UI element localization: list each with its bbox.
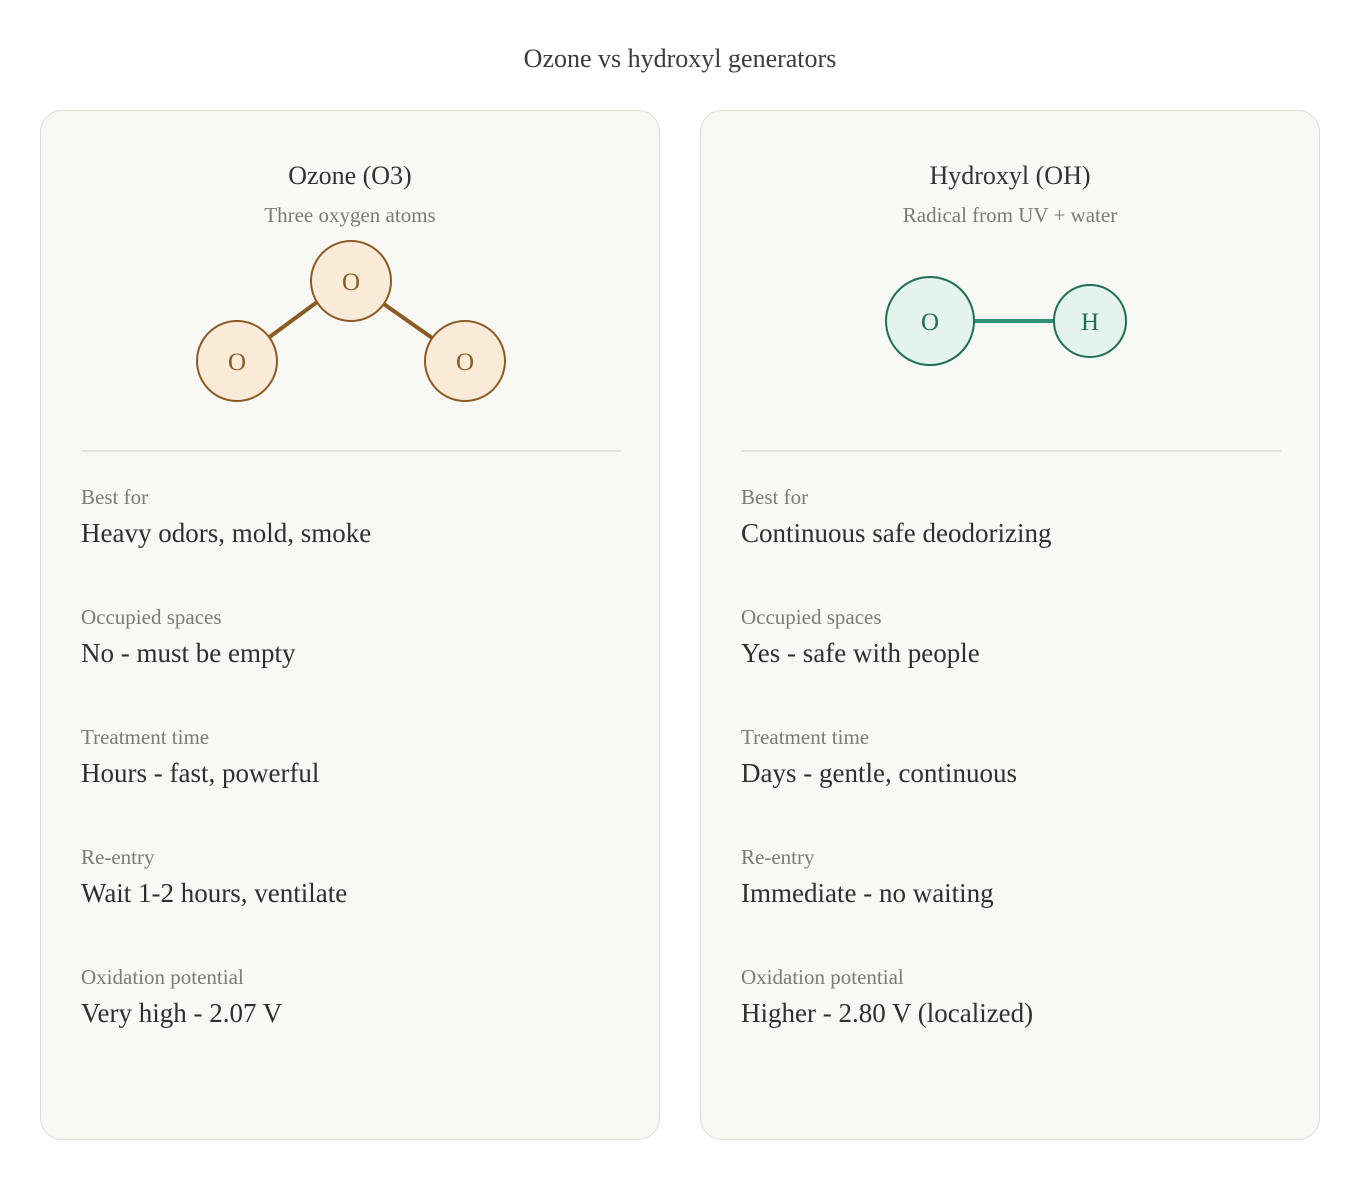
property-label: Treatment time — [741, 725, 870, 749]
atom-label: H — [1081, 309, 1099, 336]
property-occupied-spaces: Occupied spaces Yes - safe with people — [741, 601, 1281, 721]
property-value: Continuous safe deodorizing — [741, 518, 1052, 548]
divider — [81, 450, 621, 452]
property-oxidation-potential: Oxidation potential Higher - 2.80 V (loc… — [741, 961, 1281, 1081]
property-value: Very high - 2.07 V — [81, 998, 283, 1028]
hydroxyl-card: Hydroxyl (OH) Radical from UV + water O … — [700, 110, 1320, 1140]
property-label: Best for — [741, 485, 809, 509]
property-label: Occupied spaces — [81, 605, 222, 629]
atom-label: O — [228, 349, 246, 376]
property-best-for: Best for Heavy odors, mold, smoke — [81, 481, 621, 601]
page-title: Ozone vs hydroxyl generators — [523, 44, 837, 73]
divider — [741, 450, 1281, 452]
property-label: Re-entry — [741, 845, 815, 869]
oxygen-atom — [885, 276, 975, 366]
property-list: Best for Heavy odors, mold, smoke Occupi… — [81, 481, 621, 1081]
hydroxyl-molecule-diagram: O H — [885, 276, 1127, 366]
atom-label: O — [456, 349, 474, 376]
card-title: Ozone (O3) — [288, 161, 412, 190]
property-value: Heavy odors, mold, smoke — [81, 518, 372, 548]
property-label: Best for — [81, 485, 149, 509]
property-list: Best for Continuous safe deodorizing Occ… — [741, 481, 1281, 1081]
property-value: Yes - safe with people — [741, 638, 980, 668]
property-label: Treatment time — [81, 725, 210, 749]
property-oxidation-potential: Oxidation potential Very high - 2.07 V — [81, 961, 621, 1081]
ozone-card: Ozone (O3) Three oxygen atoms O O O Best… — [40, 110, 660, 1140]
property-value: Days - gentle, continuous — [741, 758, 1017, 788]
hydrogen-atom — [1053, 284, 1127, 358]
property-label: Oxidation potential — [81, 965, 244, 989]
property-label: Oxidation potential — [741, 965, 904, 989]
card-title: Hydroxyl (OH) — [929, 161, 1091, 190]
card-subtitle: Three oxygen atoms — [264, 203, 436, 227]
property-best-for: Best for Continuous safe deodorizing — [741, 481, 1281, 601]
property-label: Re-entry — [81, 845, 155, 869]
card-subtitle: Radical from UV + water — [902, 203, 1118, 227]
property-re-entry: Re-entry Wait 1-2 hours, ventilate — [81, 841, 621, 961]
property-treatment-time: Treatment time Hours - fast, powerful — [81, 721, 621, 841]
atom-label: O — [921, 309, 939, 336]
property-value: Hours - fast, powerful — [81, 758, 320, 788]
property-occupied-spaces: Occupied spaces No - must be empty — [81, 601, 621, 721]
property-value: Higher - 2.80 V (localized) — [741, 998, 1034, 1028]
oxygen-atom-right — [424, 320, 506, 402]
oxygen-atom-center — [310, 240, 392, 322]
property-treatment-time: Treatment time Days - gentle, continuous — [741, 721, 1281, 841]
property-re-entry: Re-entry Immediate - no waiting — [741, 841, 1281, 961]
atom-label: O — [342, 269, 360, 296]
ozone-molecule-diagram: O O O — [196, 240, 506, 402]
property-value: Immediate - no waiting — [741, 878, 994, 908]
property-value: Wait 1-2 hours, ventilate — [81, 878, 348, 908]
property-value: No - must be empty — [81, 638, 296, 668]
property-label: Occupied spaces — [741, 605, 882, 629]
oxygen-atom-left — [196, 320, 278, 402]
